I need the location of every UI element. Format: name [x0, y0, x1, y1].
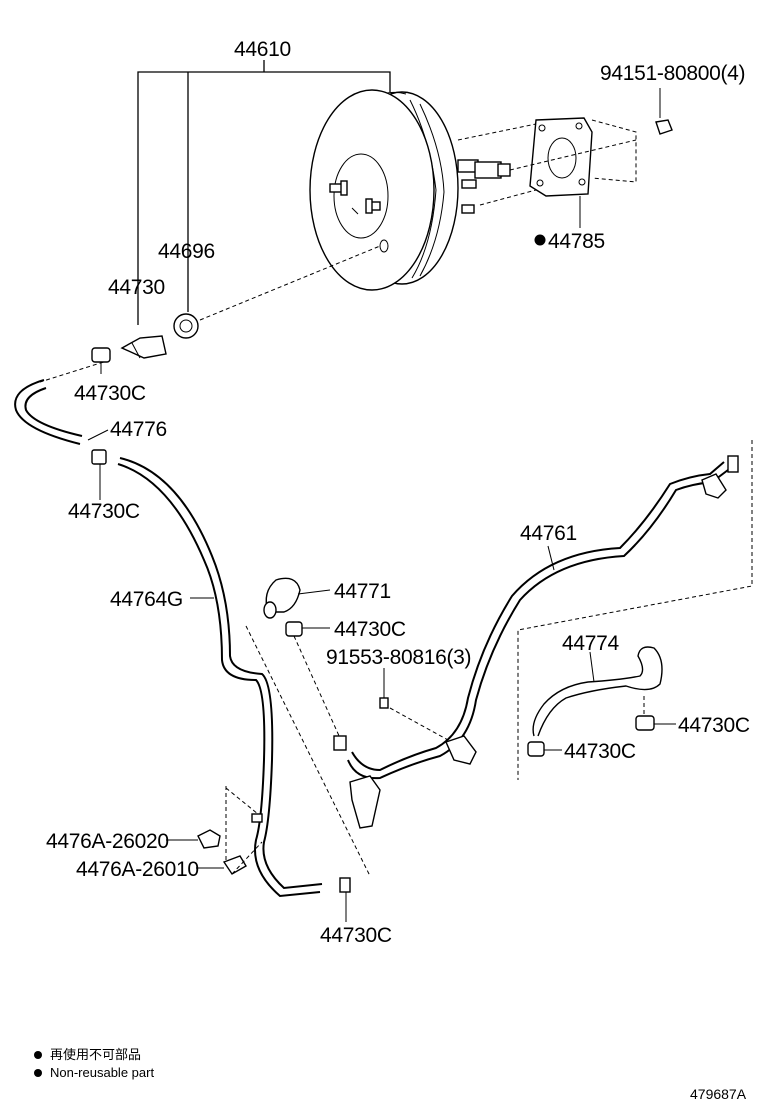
legend-en-text: Non-reusable part: [50, 1065, 155, 1080]
label-44730c-d: 44730C: [678, 714, 750, 737]
label-44730c-f: 44730C: [320, 924, 392, 947]
label-44730c-b: 44730C: [68, 500, 140, 523]
label-44730c-e: 44730C: [564, 740, 636, 763]
label-44764g: 44764G: [110, 588, 183, 611]
clamp-4476a-26020: [197, 829, 221, 849]
label-44771: 44771: [334, 580, 391, 603]
label-94151: 94151-80800(4): [600, 62, 745, 85]
clip-44730c-d: [635, 715, 655, 731]
label-4476a-26020: 4476A-26020: [46, 830, 169, 853]
legend: 再使用不可部品 Non-reusable part: [34, 1046, 154, 1082]
hose-44771: [263, 577, 301, 619]
clamp-4476a-26010: [222, 855, 247, 875]
legend-row-en: Non-reusable part: [34, 1064, 154, 1082]
label-44774: 44774: [562, 632, 620, 655]
pipe-44764g: [117, 457, 323, 898]
label-44730c-c: 44730C: [334, 618, 406, 641]
brake-booster-44610: [309, 89, 511, 291]
hose-44776: [14, 379, 83, 445]
label-44730: 44730: [108, 276, 165, 299]
label-44776: 44776: [110, 418, 167, 441]
label-44730c-a: 44730C: [74, 382, 146, 405]
figure-id: 479687A: [690, 1086, 747, 1102]
label-44610: 44610: [234, 38, 291, 61]
hose-44774: [532, 646, 663, 737]
pipe-44761: [333, 455, 739, 829]
clip-44730c-e: [527, 741, 545, 757]
bullet-icon: [34, 1069, 42, 1077]
label-44696: 44696: [158, 240, 215, 263]
clip-44730c-c: [285, 621, 303, 637]
non-reusable-marker: [534, 234, 546, 246]
check-valve-44730: [120, 335, 167, 359]
legend-jp-text: 再使用不可部品: [50, 1047, 142, 1062]
clip-44730c-a: [91, 347, 111, 363]
clip-44730c-f: [339, 877, 351, 893]
label-44761: 44761: [520, 522, 577, 545]
bullet-icon: [34, 1051, 42, 1059]
legend-row-jp: 再使用不可部品: [34, 1046, 154, 1064]
label-91553: 91553-80816(3): [326, 646, 471, 669]
gasket-44785: [457, 117, 637, 206]
bolt-91553: [379, 697, 389, 709]
nut-94151: [655, 88, 673, 135]
label-4476a-26010: 4476A-26010: [76, 858, 199, 881]
label-44785: 44785: [548, 230, 605, 253]
clip-44730c-b: [91, 449, 107, 465]
grommet-44696: [173, 313, 199, 339]
